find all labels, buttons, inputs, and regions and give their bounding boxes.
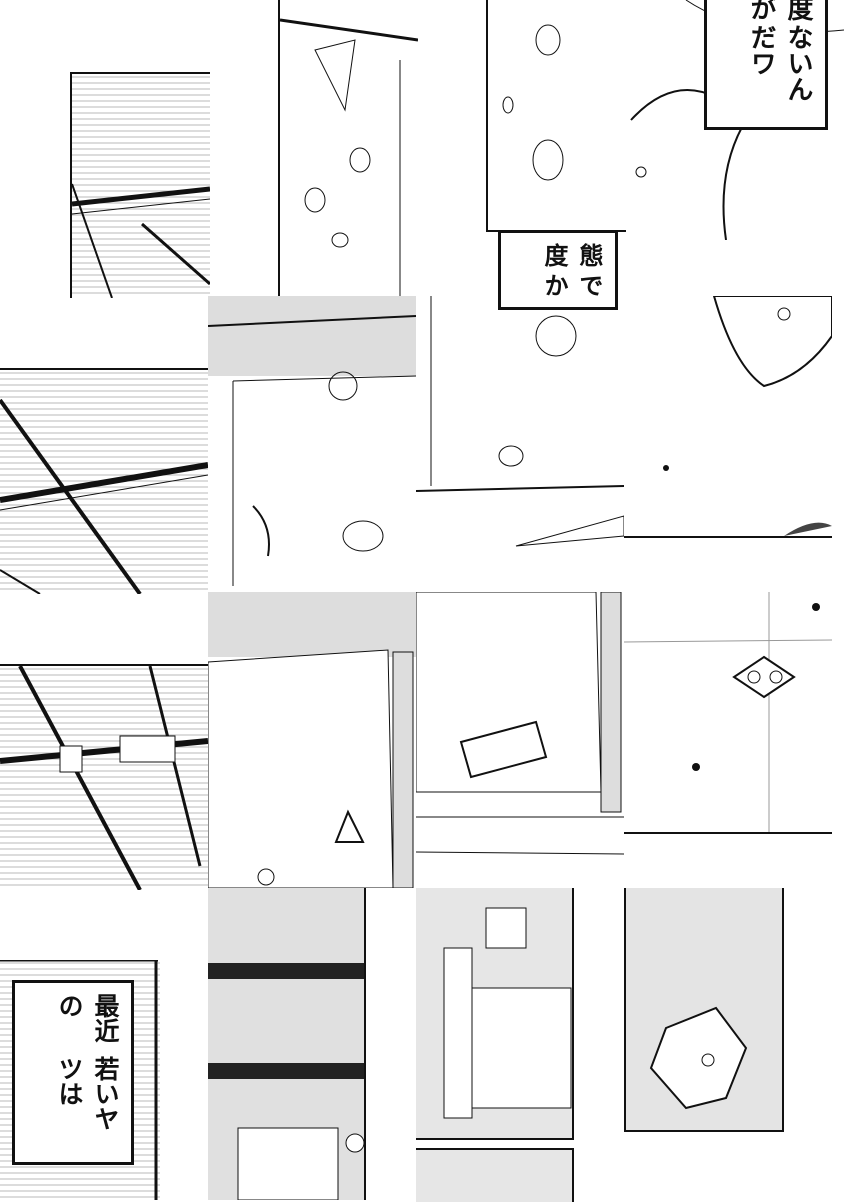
climbing-wall-panel-5 xyxy=(486,0,628,232)
speech-line: 態度 xyxy=(540,243,603,267)
speech-line: 度が xyxy=(746,0,813,21)
climbing-wall-panel-1 xyxy=(278,0,418,296)
gym-wall-panel-4 xyxy=(208,888,366,1200)
speech-box-attitude-tail: 度が ないんだワ xyxy=(704,0,828,130)
climbing-wall-panel-7 xyxy=(416,592,624,888)
climbing-wall-panel-6 xyxy=(416,296,624,592)
climbing-wall-panel-2 xyxy=(208,296,416,592)
speech-box-attitude: 態度 でか xyxy=(498,230,618,310)
gym-interior-panel-8 xyxy=(416,888,574,1140)
ceiling-panel-1 xyxy=(70,72,210,298)
ceiling-panel-2 xyxy=(0,368,208,594)
wall-hold-panel-3 xyxy=(624,592,832,834)
gym-interior-panel-9 xyxy=(416,1148,574,1202)
speech-line: 最近の xyxy=(55,993,120,1043)
speech-line: でか xyxy=(540,273,603,297)
speech-box-recent-youth: 最近の 若いヤツは xyxy=(12,980,134,1165)
speech-line: ないんだワ xyxy=(746,24,813,103)
wall-hold-panel-2 xyxy=(624,296,832,538)
wall-hold-panel-4 xyxy=(624,888,784,1132)
ceiling-panel-3 xyxy=(0,664,208,890)
speech-line: 若いヤツは xyxy=(55,1056,120,1132)
climbing-wall-panel-3 xyxy=(208,592,416,888)
